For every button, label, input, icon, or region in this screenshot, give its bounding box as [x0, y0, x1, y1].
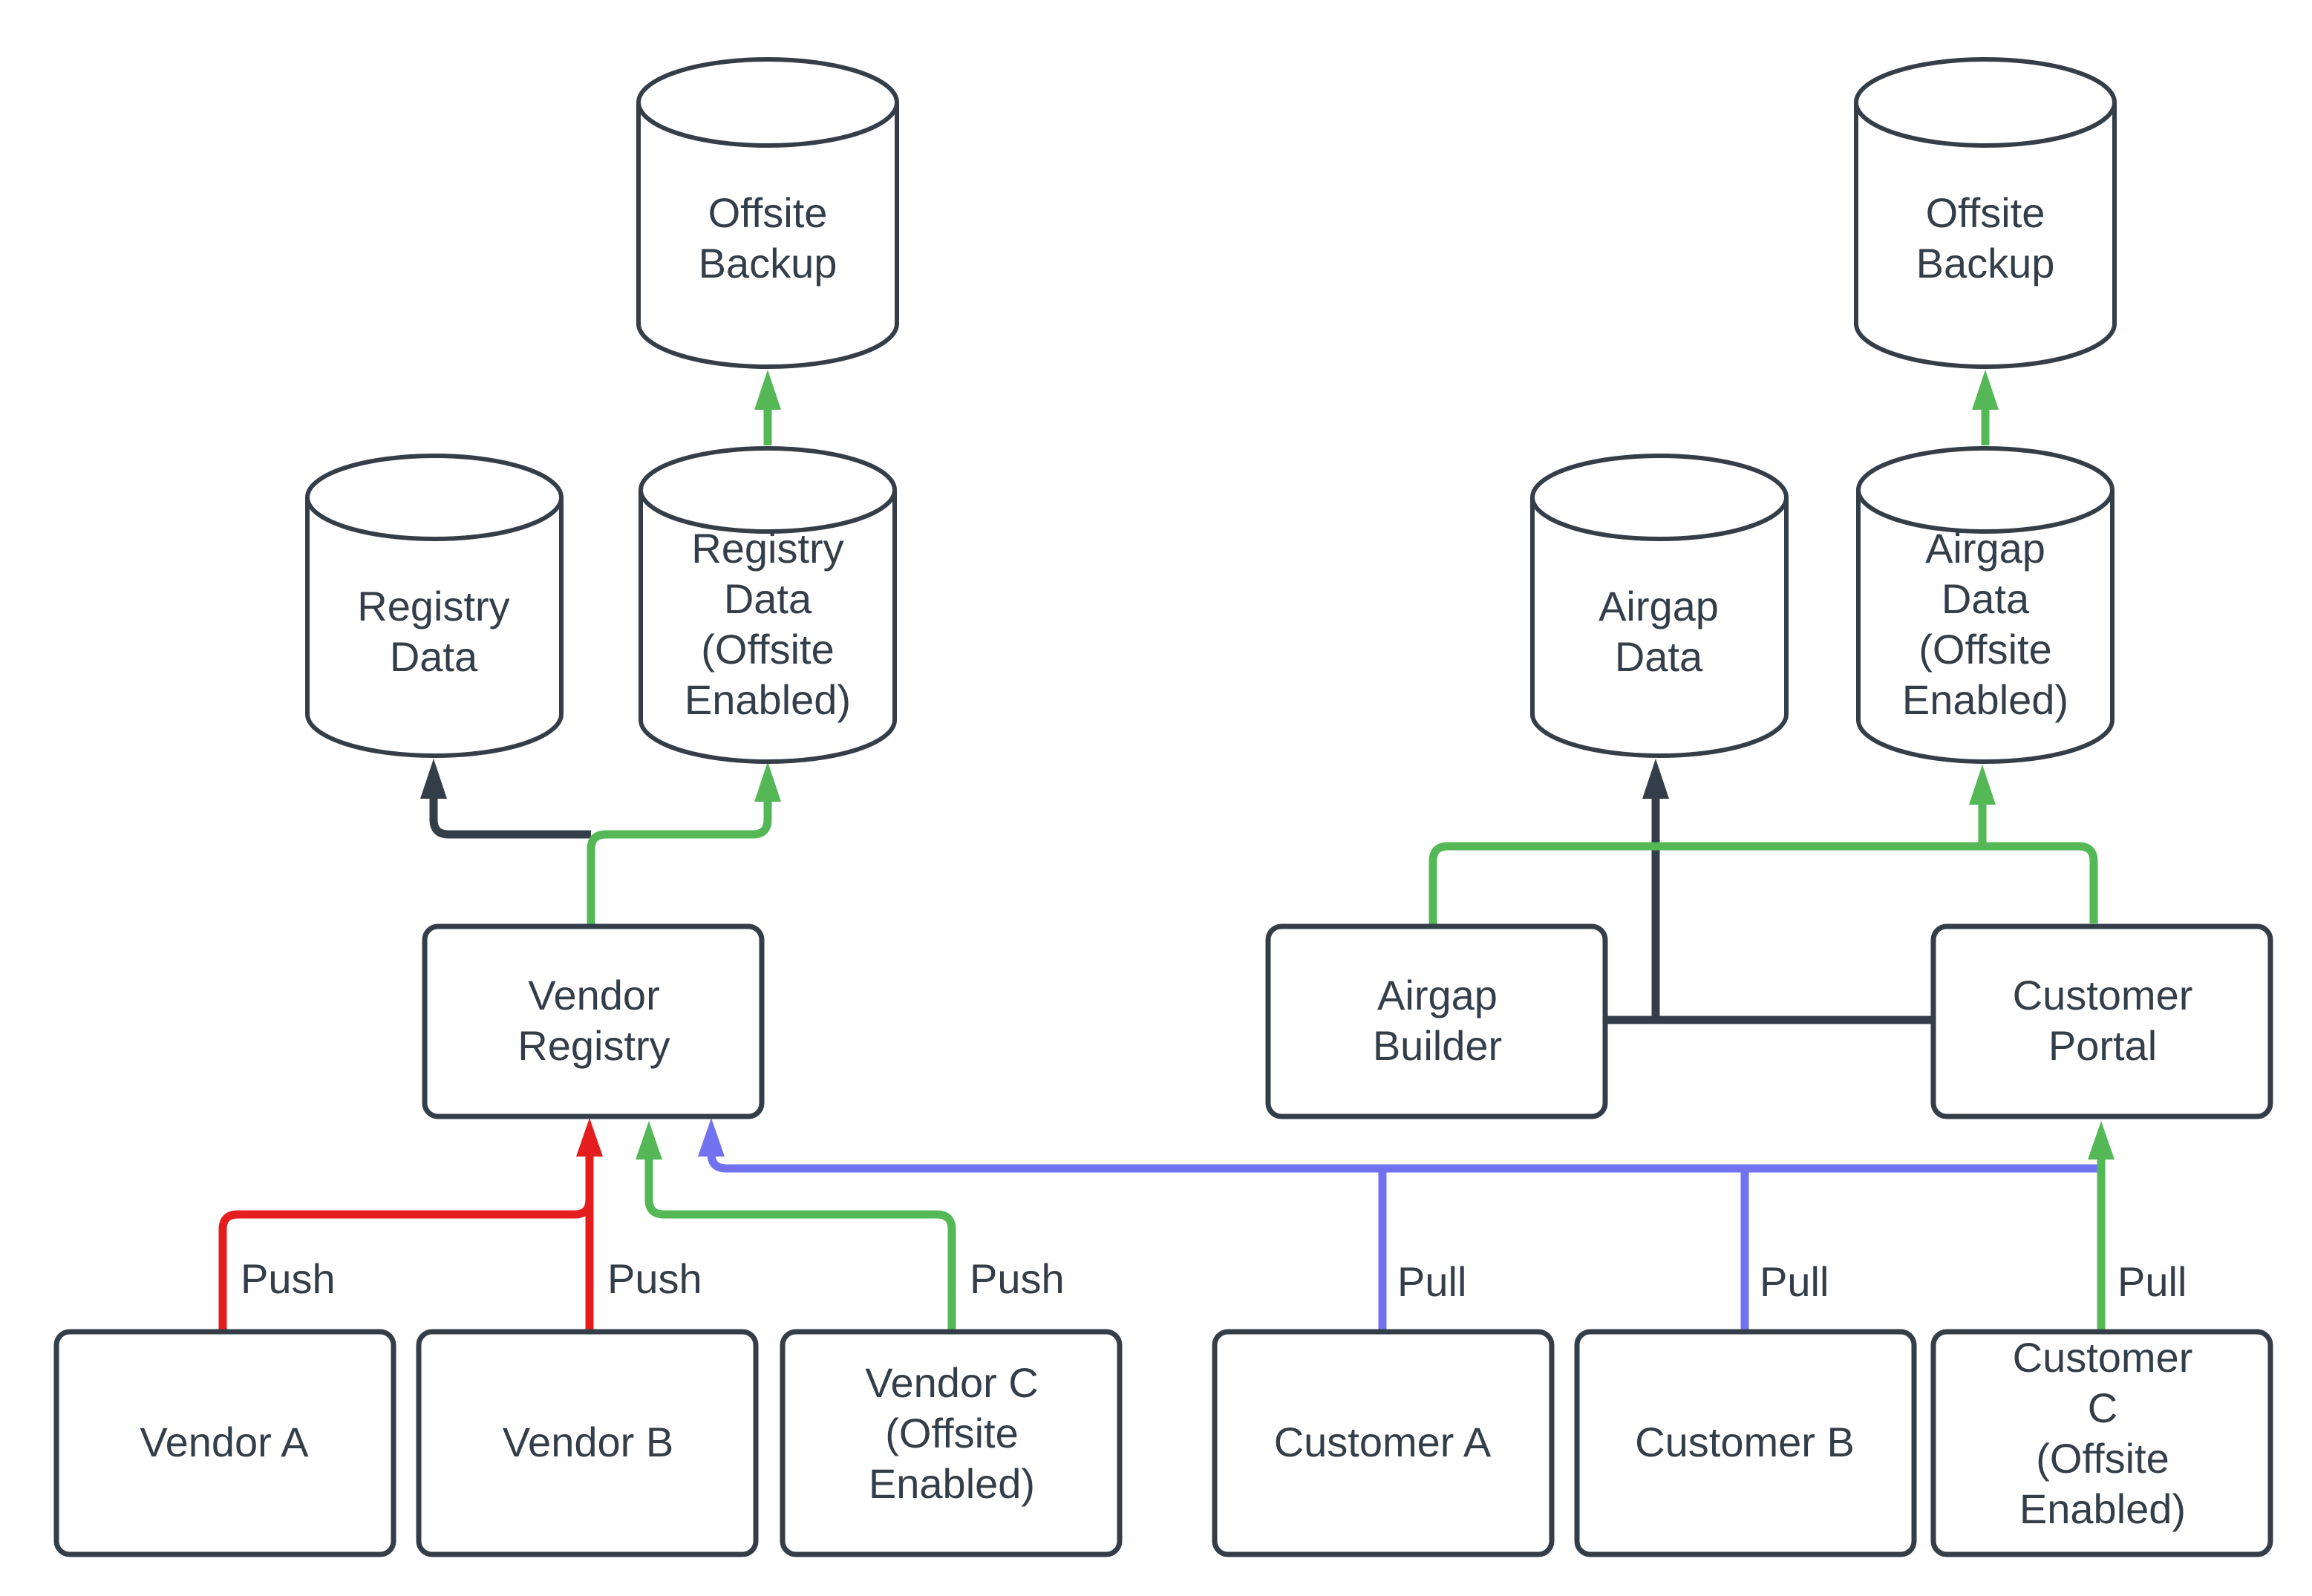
box-airgap-builder	[1265, 923, 1608, 1119]
label-push-vendor-c: Push	[970, 1256, 1065, 1302]
box-customer-portal	[1930, 923, 2273, 1119]
box-customer-c	[1930, 1329, 2273, 1557]
box-vendor-registry	[422, 923, 765, 1119]
label-push-vendor-a: Push	[241, 1256, 336, 1302]
box-vendor-b	[416, 1329, 759, 1557]
cylinder-offsite-backup-right	[1854, 57, 2117, 369]
arrowhead-airgap-offsite-cylinder	[1969, 765, 1996, 805]
box-vendor-c	[780, 1329, 1123, 1557]
cylinder-offsite-backup-left	[636, 57, 899, 369]
cylinder-airgap-data-offsite	[1856, 446, 2115, 764]
arrowhead-offsite-cylinder	[754, 762, 781, 802]
label-pull-customer-b: Pull	[1760, 1259, 1829, 1305]
arrowhead-airgap-data	[1642, 759, 1669, 799]
cylinder-registry-data	[305, 454, 564, 758]
cylinder-registry-data-offsite	[639, 446, 897, 764]
edge-customers-pull-main	[707, 1153, 2101, 1173]
arrowhead-push-vendor-registry	[576, 1118, 603, 1157]
box-customer-a	[1212, 1329, 1555, 1557]
box-vendor-a	[53, 1329, 396, 1557]
arrowhead-vendor-c-push	[636, 1121, 662, 1160]
label-push-vendor-b: Push	[607, 1256, 702, 1302]
edge-builder-portal-to-airgap-offsite	[1428, 842, 2098, 926]
box-customer-b	[1574, 1329, 1917, 1557]
edge-vendor-registry-to-registry-data	[429, 797, 591, 839]
arrowhead-offsite-backup-right	[1972, 370, 1999, 410]
arrowhead-offsite-backup-left	[754, 370, 781, 410]
arrowhead-registry-data	[420, 759, 447, 799]
cylinder-airgap-data	[1530, 454, 1789, 758]
edge-registry-to-offsite-cylinder	[587, 800, 772, 926]
label-pull-customer-c: Pull	[2117, 1259, 2187, 1305]
arrowhead-customer-c-pull	[2088, 1121, 2115, 1160]
label-pull-customer-a: Pull	[1397, 1259, 1467, 1305]
edge-vendor-c-push	[644, 1160, 956, 1332]
arrowhead-pull-vendor-registry	[698, 1118, 725, 1157]
